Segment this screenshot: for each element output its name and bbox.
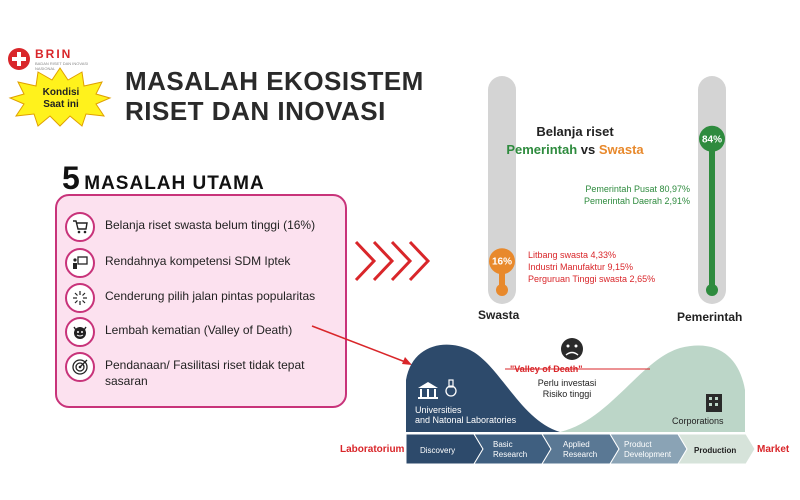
corporation-building-icon xyxy=(706,394,722,412)
problem-text: Pendanaan/ Fasilitasi riset tidak tepat … xyxy=(105,358,305,388)
valley-note-line2: Risiko tinggi xyxy=(542,389,592,399)
swasta-percent-badge xyxy=(489,248,515,275)
stage-label: Applied Research xyxy=(563,440,597,460)
title-line1: MASALAH EKOSISTEM xyxy=(125,66,424,96)
stage-line2: Research xyxy=(563,450,598,459)
badge-line1: Kondisi xyxy=(42,87,80,98)
pemerintah-percent-label: 84% xyxy=(702,134,722,145)
problem-text: Rendahnya kompetensi SDM Iptek xyxy=(105,254,291,268)
brin-logo-icon xyxy=(8,48,30,70)
pemerintah-percent-badge xyxy=(699,125,725,152)
target-icon xyxy=(65,352,95,382)
subtitle-pemerintah: Pemerintah xyxy=(506,142,578,157)
university-label-line1: Universities xyxy=(415,405,462,415)
stage-line1: Product xyxy=(624,440,652,449)
stage-label: Basic Research xyxy=(493,440,527,460)
devil-face-icon xyxy=(65,317,95,347)
stage-label: Production xyxy=(694,446,736,456)
stage-line1: Production xyxy=(694,446,737,455)
valley-note: Perlu investasi Risiko tinggi xyxy=(517,378,617,400)
problems-box: Belanja riset swasta belum tinggi (16%) … xyxy=(55,194,347,408)
stage-line1: Basic xyxy=(493,440,513,449)
valley-note-line1: Perlu investasi xyxy=(537,378,597,388)
corporations-label: Corporations xyxy=(672,416,724,426)
pemerintah-item: Pemerintah Pusat 80,97% xyxy=(585,184,690,194)
problems-heading-text: MASALAH UTAMA xyxy=(84,173,265,194)
stage-line1: Discovery xyxy=(420,446,456,455)
swasta-label: Swasta xyxy=(478,308,520,322)
swasta-percent-label: 16% xyxy=(492,257,512,268)
problems-heading: 5 MASALAH UTAMA xyxy=(62,160,265,197)
stage-arrow xyxy=(677,433,756,465)
pemerintah-label: Pemerintah xyxy=(677,310,743,324)
swasta-breakdown: Litbang swasta 4,33% Industri Manufaktur… xyxy=(528,249,655,285)
stage-line2: Development xyxy=(624,450,672,459)
problem-text: Cenderung pilih jalan pintas popularitas xyxy=(105,289,316,303)
problem-item: Pendanaan/ Fasilitasi riset tidak tepat … xyxy=(65,352,340,389)
market-label: Market xyxy=(757,444,790,455)
problem-text: Lembah kematian (Valley of Death) xyxy=(105,323,293,337)
logo-name: BRIN xyxy=(35,47,73,61)
subtitle-vs: vs xyxy=(577,142,599,157)
swasta-item: Perguruan Tinggi swasta 2,65% xyxy=(528,274,656,284)
problem-item: Lembah kematian (Valley of Death) xyxy=(65,317,340,347)
problem-item: Cenderung pilih jalan pintas popularitas xyxy=(65,283,340,313)
swasta-bulb xyxy=(496,284,508,296)
chevron-arrows-icon xyxy=(354,240,431,282)
fireworks-icon xyxy=(65,283,95,313)
swasta-item: Industri Manufaktur 9,15% xyxy=(528,262,634,272)
swasta-item: Litbang swasta 4,33% xyxy=(528,250,617,260)
sad-face-icon xyxy=(561,338,583,360)
problem-item: Belanja riset swasta belum tinggi (16%) xyxy=(65,212,340,242)
shopping-cart-icon xyxy=(65,212,95,242)
pemerintah-breakdown: Pemerintah Pusat 80,97% Pemerintah Daera… xyxy=(540,183,690,207)
laboratorium-label: Laboratorium xyxy=(340,444,405,455)
university-label: Universities and Natonal Laboratories xyxy=(415,405,516,425)
spending-subtitle: Pemerintah vs Swasta xyxy=(465,142,685,157)
stage-line1: Applied xyxy=(563,440,590,449)
brin-logo: BRIN BADAN RISET DAN INOVASI NASIONAL xyxy=(8,46,88,76)
stage-line2: Research xyxy=(493,450,528,459)
stage-label: Discovery xyxy=(420,446,455,456)
badge-line2: Saat ini xyxy=(43,99,79,110)
pemerintah-bulb xyxy=(706,284,718,296)
title-line2: RISET DAN INOVASI xyxy=(125,96,386,126)
badge-text: Kondisi Saat ini xyxy=(30,87,92,111)
problems-count: 5 xyxy=(62,160,80,196)
subtitle-swasta: Swasta xyxy=(598,142,644,157)
spending-title: Belanja riset xyxy=(536,124,614,139)
corporation-hill xyxy=(560,345,745,432)
stage-label: Product Development xyxy=(624,440,671,460)
valley-of-death-label: "Valley of Death" xyxy=(510,364,583,374)
logo-subtitle: BADAN RISET DAN INOVASI NASIONAL xyxy=(35,61,89,71)
university-label-line2: and Natonal Laboratories xyxy=(415,415,517,425)
page-title: MASALAH EKOSISTEM RISET DAN INOVASI xyxy=(125,66,424,126)
pemerintah-item: Pemerintah Daerah 2,91% xyxy=(583,196,690,206)
problem-text: Belanja riset swasta belum tinggi (16%) xyxy=(105,218,316,232)
presenter-board-icon xyxy=(65,248,95,278)
starburst-badge xyxy=(8,67,112,127)
university-hill xyxy=(406,344,560,432)
university-icon xyxy=(418,379,457,399)
problem-item: Rendahnya kompetensi SDM Iptek xyxy=(65,248,340,278)
